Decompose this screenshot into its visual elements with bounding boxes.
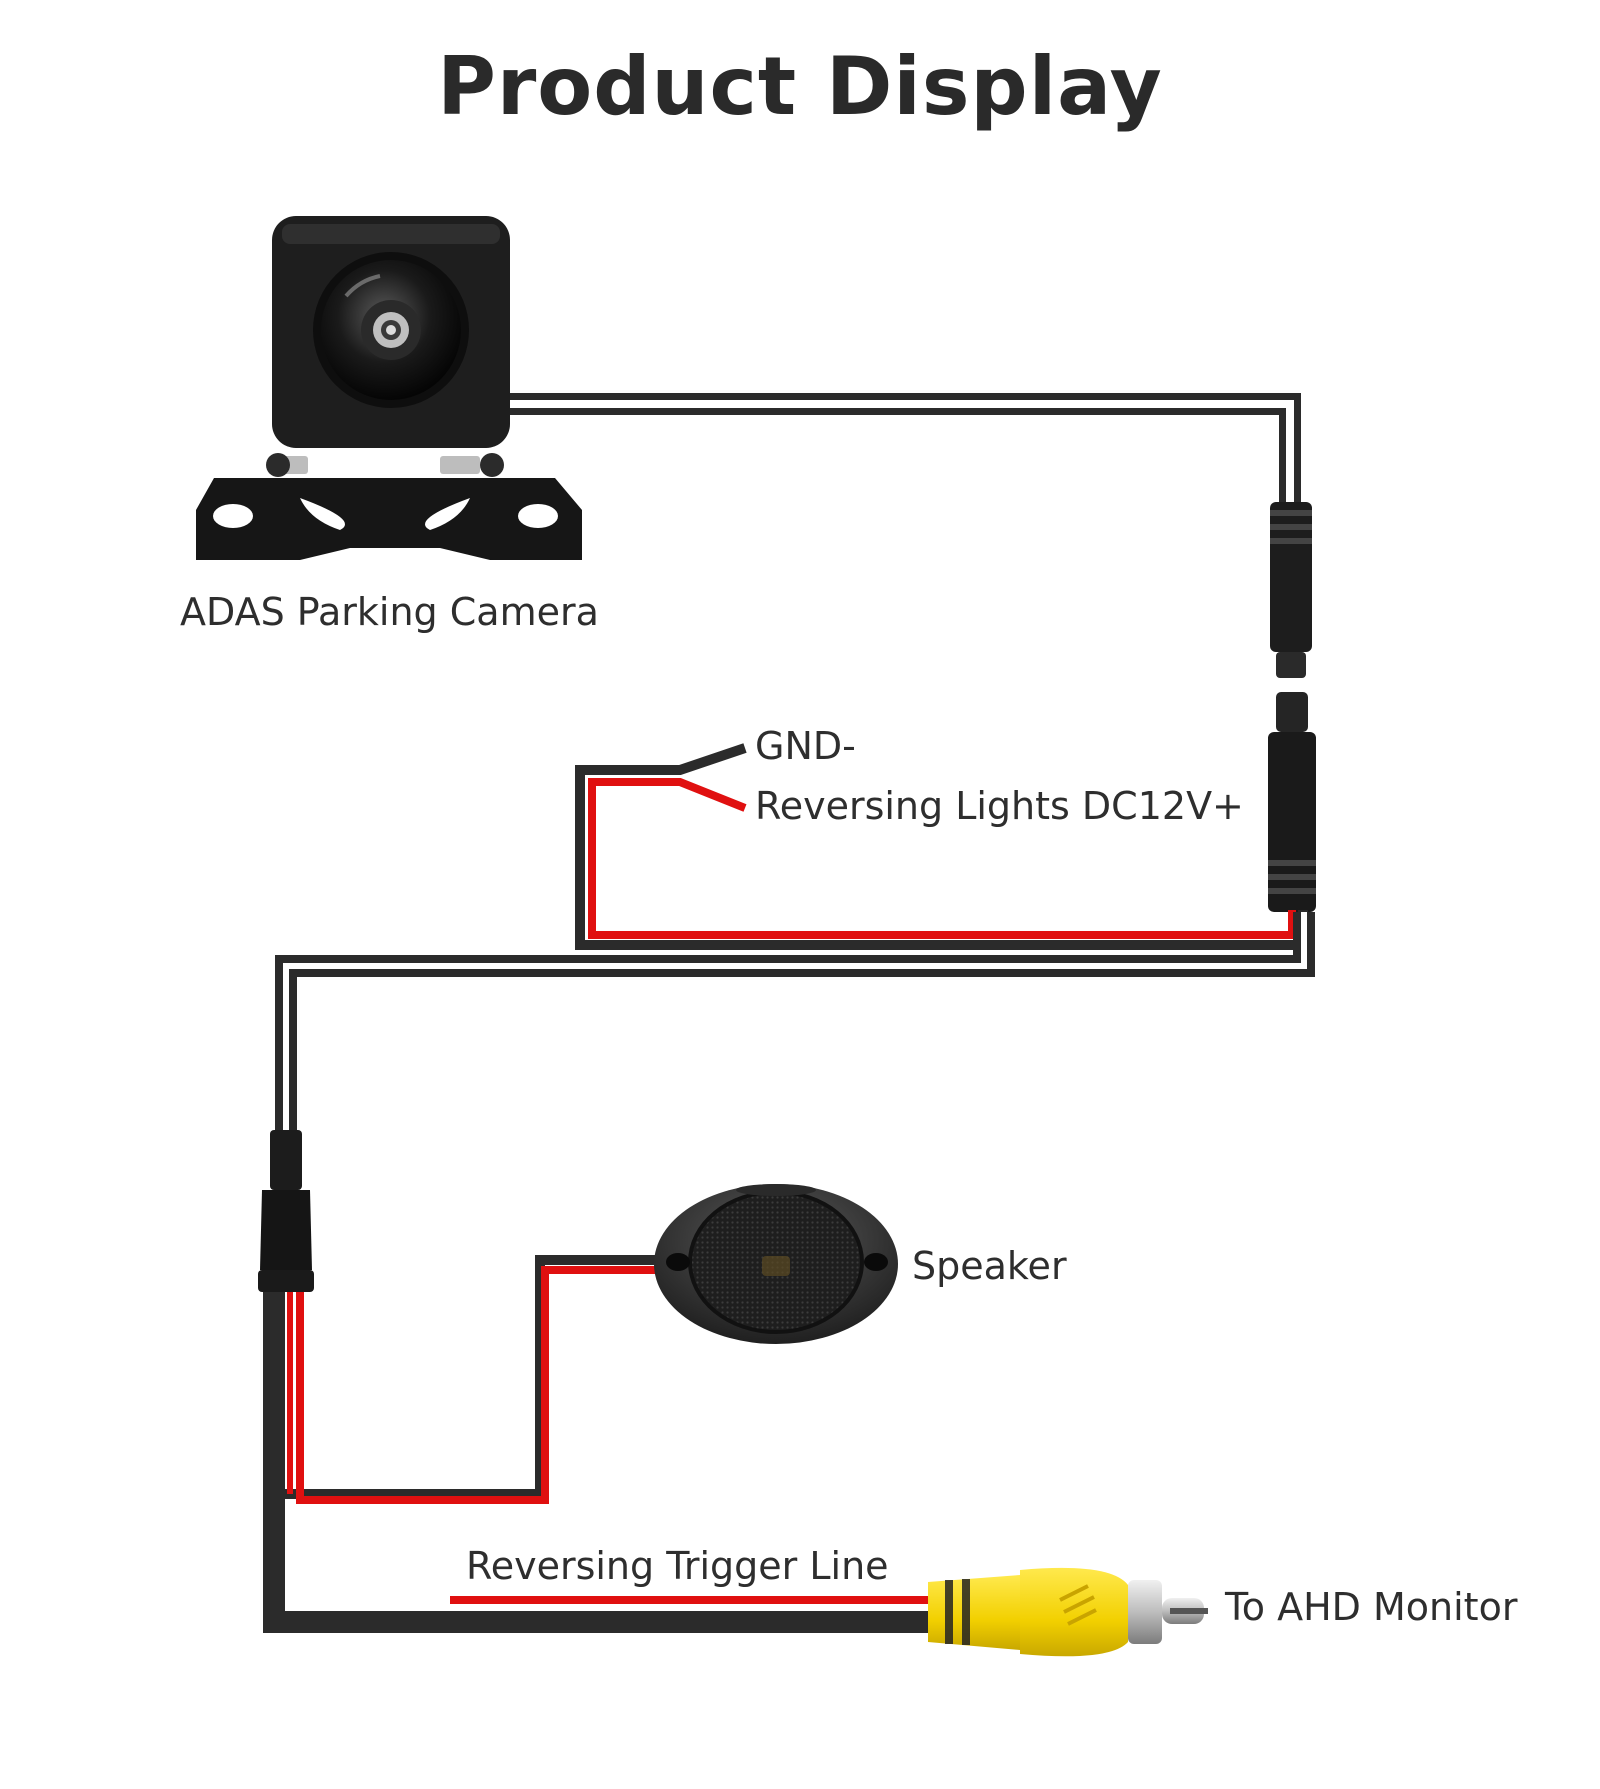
camera-label: ADAS Parking Camera <box>180 590 599 634</box>
speaker-wire <box>275 1255 666 1504</box>
video-cable <box>263 1292 930 1633</box>
camera-cable <box>510 393 1301 510</box>
speaker-label: Speaker <box>912 1244 1067 1288</box>
camera-device <box>196 216 582 560</box>
reversing-lights-label: Reversing Lights DC12V+ <box>755 784 1244 828</box>
main-cable <box>275 912 1315 1140</box>
junction-connector <box>258 1130 314 1292</box>
page-title: Product Display <box>437 40 1163 133</box>
monitor-label: To AHD Monitor <box>1225 1585 1518 1629</box>
top-connector <box>1270 502 1312 678</box>
middle-connector <box>1268 692 1316 912</box>
speaker-device <box>654 1184 898 1344</box>
power-wire <box>575 743 1308 950</box>
gnd-label: GND- <box>755 724 856 768</box>
rca-connector <box>928 1567 1208 1657</box>
trigger-label: Reversing Trigger Line <box>466 1544 889 1588</box>
